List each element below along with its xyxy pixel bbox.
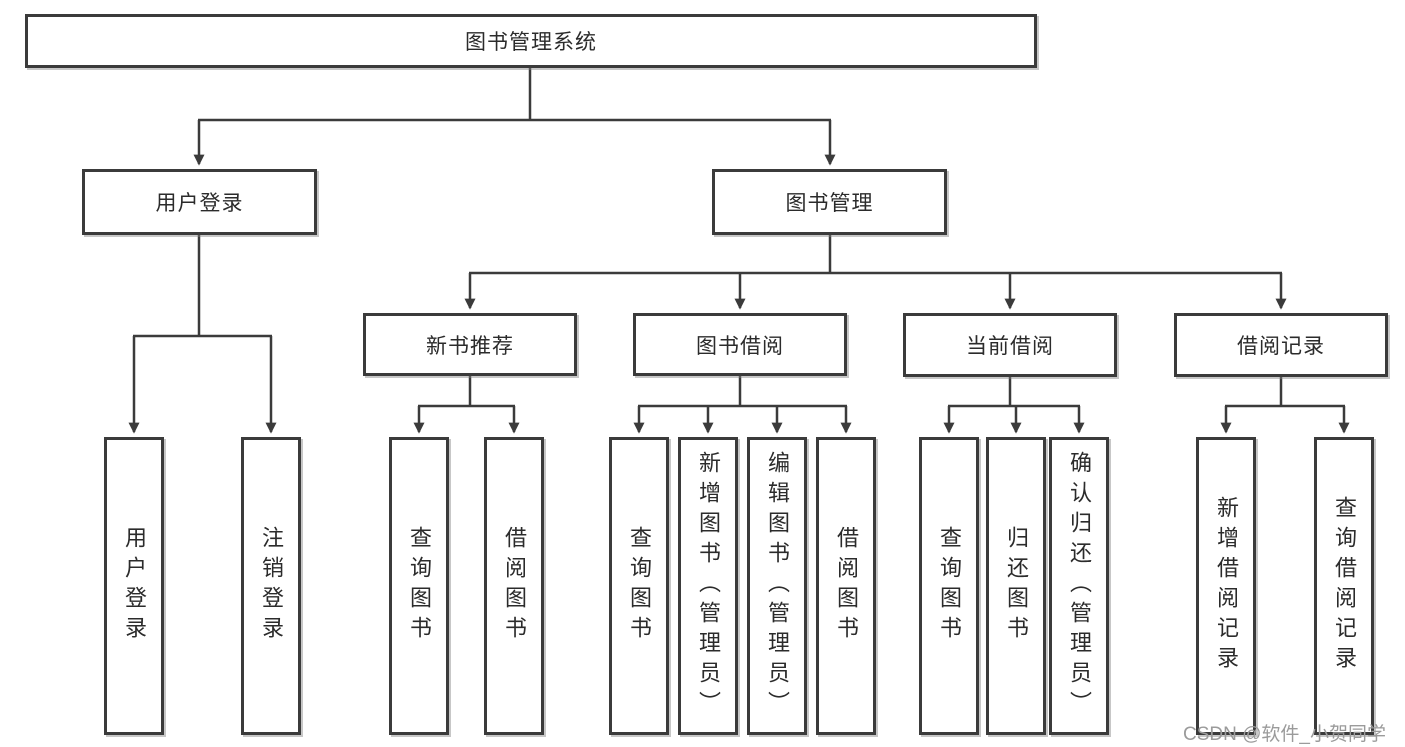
node-label: 注销登录 xyxy=(259,526,284,646)
node-label: 图书管理 xyxy=(785,192,874,215)
node-label: 用户登录 xyxy=(122,526,147,646)
node-book-borrow: 图书借阅 xyxy=(633,313,847,376)
node-label: 归还图书 xyxy=(1004,526,1029,646)
node-label: 当前借阅 xyxy=(966,335,1054,358)
node-label: 查询图书 xyxy=(407,526,432,646)
node-label: 用户登录 xyxy=(155,192,244,215)
leaf-query-books-recommend: 查询图书 xyxy=(389,437,449,735)
node-new-book-recommend: 新书推荐 xyxy=(363,313,577,376)
node-label: 借阅图书 xyxy=(502,526,527,646)
node-user-login-branch: 用户登录 xyxy=(82,169,317,235)
node-label: 查询借阅记录 xyxy=(1332,496,1357,676)
node-label: 新增图书（管理员） xyxy=(696,451,721,721)
leaf-query-borrow-record: 查询借阅记录 xyxy=(1314,437,1374,735)
node-root-system: 图书管理系统 xyxy=(25,14,1037,68)
leaf-query-books-borrow: 查询图书 xyxy=(609,437,669,735)
node-label: 新增借阅记录 xyxy=(1214,496,1239,676)
leaf-add-borrow-record: 新增借阅记录 xyxy=(1196,437,1256,735)
node-label: 查询图书 xyxy=(937,526,962,646)
leaf-borrow-books-recommend: 借阅图书 xyxy=(484,437,544,735)
leaf-add-books-admin: 新增图书（管理员） xyxy=(678,437,738,735)
csdn-watermark: CSDN @软件_小贺同学 xyxy=(1183,724,1386,745)
node-label: 借阅记录 xyxy=(1237,335,1325,358)
leaf-query-books-current: 查询图书 xyxy=(919,437,979,735)
leaf-logout: 注销登录 xyxy=(241,437,301,735)
node-current-borrow: 当前借阅 xyxy=(903,313,1117,377)
leaf-edit-books-admin: 编辑图书（管理员） xyxy=(747,437,807,735)
node-label: 图书管理系统 xyxy=(465,31,597,54)
node-label: 编辑图书（管理员） xyxy=(765,451,790,721)
leaf-user-login: 用户登录 xyxy=(104,437,164,735)
leaf-confirm-return-admin: 确认归还（管理员） xyxy=(1049,437,1109,735)
node-label: 新书推荐 xyxy=(426,334,514,358)
node-borrow-records: 借阅记录 xyxy=(1174,313,1388,377)
node-label: 查询图书 xyxy=(627,526,652,646)
node-label: 图书借阅 xyxy=(696,334,784,358)
leaf-return-books: 归还图书 xyxy=(986,437,1046,735)
node-label: 确认归还（管理员） xyxy=(1067,451,1092,721)
leaf-borrow-books: 借阅图书 xyxy=(816,437,876,735)
node-label: 借阅图书 xyxy=(834,526,859,646)
node-book-management-branch: 图书管理 xyxy=(712,169,947,235)
